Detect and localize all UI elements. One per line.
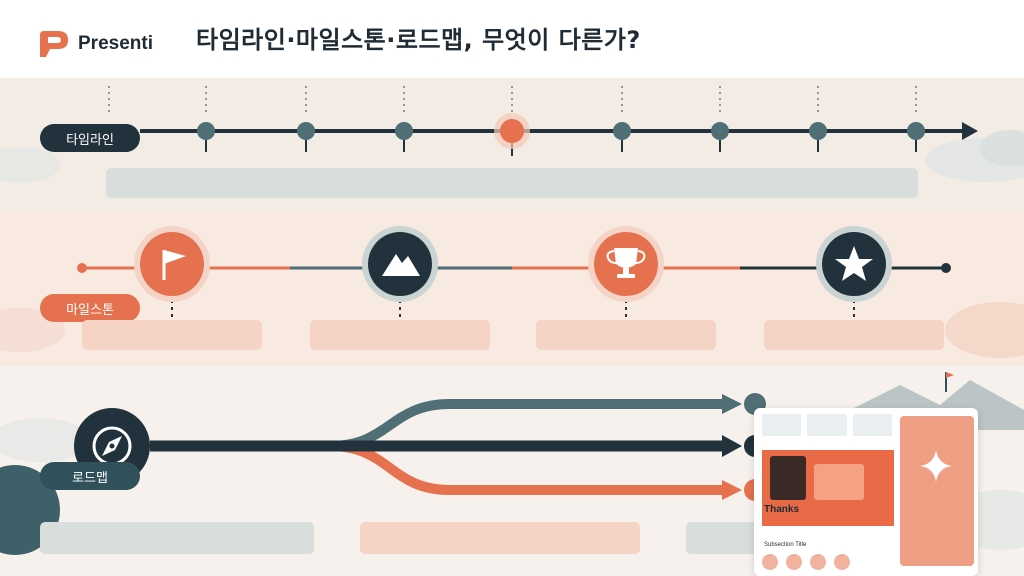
timeline-node xyxy=(613,122,631,140)
trophy-icon xyxy=(606,248,646,278)
timeline-node xyxy=(907,122,925,140)
timeline-text-bar xyxy=(106,168,918,198)
milestone-text-bar-4 xyxy=(764,320,944,350)
milestone-label: 마일스톤 xyxy=(40,294,140,322)
page-title: 타임라인·마일스톤·로드맵, 무엇이 다른가? xyxy=(196,26,641,54)
brand-logo: Presenti xyxy=(36,29,153,59)
timeline-node xyxy=(809,122,827,140)
milestone-flag-node xyxy=(140,232,204,296)
star-icon xyxy=(835,246,873,281)
preview-circles xyxy=(762,554,850,570)
preview-top-strip xyxy=(762,414,892,436)
preview-photo-2 xyxy=(814,464,864,500)
header: Presenti 타임라인·마일스톤·로드맵, 무엇이 다른가? xyxy=(0,0,1024,78)
timeline-arrow-icon xyxy=(962,122,978,140)
milestone-text-bar-1 xyxy=(82,320,262,350)
preview-card xyxy=(900,416,974,566)
preview-subsection-text: Subsection Title xyxy=(764,542,807,548)
timeline-node xyxy=(297,122,315,140)
timeline-label: 타임라인 xyxy=(40,124,140,152)
roadmap-text-bar-3 xyxy=(686,522,766,554)
milestone-text-bar-2 xyxy=(310,320,490,350)
timeline-node xyxy=(197,122,215,140)
brand-name: Presenti xyxy=(78,33,153,54)
flag-icon xyxy=(162,250,186,280)
roadmap-text-bar-2 xyxy=(360,522,640,554)
slide-preview-thumbnail[interactable]: Thanks Subsection Title xyxy=(754,408,978,576)
mountain-icon xyxy=(382,254,420,276)
presenti-logo-icon xyxy=(40,31,68,57)
roadmap-label: 로드맵 xyxy=(40,462,140,490)
preview-photo xyxy=(770,456,806,500)
timeline-node xyxy=(711,122,729,140)
timeline-highlight-node xyxy=(500,119,524,143)
roadmap-text-bar-1 xyxy=(40,522,314,554)
timeline-node xyxy=(395,122,413,140)
sparkle-icon xyxy=(920,450,952,482)
milestone-text-bar-3 xyxy=(536,320,716,350)
preview-thanks-text: Thanks xyxy=(764,504,800,515)
